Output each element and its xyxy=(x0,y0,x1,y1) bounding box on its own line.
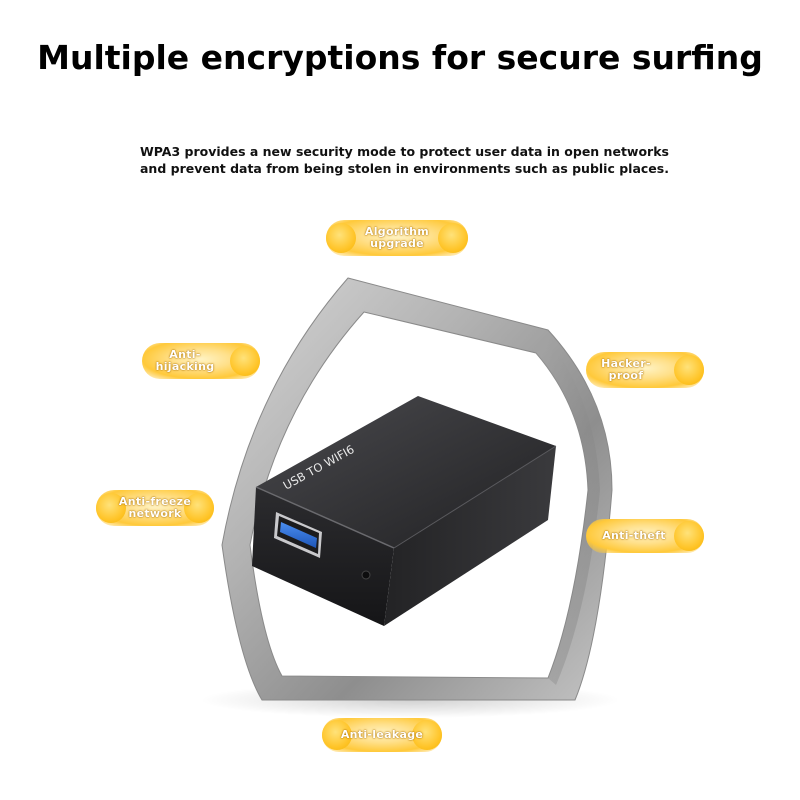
badge-anti-leakage: Anti-leakage xyxy=(322,718,442,752)
badge-dot xyxy=(674,355,704,385)
badge-dot xyxy=(322,720,352,750)
subtitle-line-1: WPA3 provides a new security mode to pro… xyxy=(140,144,669,159)
badge-dot xyxy=(96,493,126,523)
page-title: Multiple encryptions for secure surfing xyxy=(37,38,763,77)
led-indicator xyxy=(361,570,371,580)
badge-label-line: Algorithm xyxy=(364,225,430,238)
badge-hacker-proof: Hacker- proof xyxy=(586,352,704,388)
badge-label-line: proof xyxy=(608,369,644,382)
badge-dot xyxy=(412,720,442,750)
badge-label-line: Anti-freeze xyxy=(118,495,192,508)
badge-algorithm-upgrade: Algorithm upgrade xyxy=(326,220,468,256)
badge-label-line: Hacker- xyxy=(601,357,651,370)
device-side xyxy=(384,446,556,626)
badge-anti-freeze-network: Anti-freeze network xyxy=(96,490,214,526)
badge-dot xyxy=(230,346,260,376)
usb-wifi6-adapter: USB TO WIFI6 xyxy=(252,396,557,626)
badge-label-line: hijacking xyxy=(155,360,215,373)
badge-label-line: Anti-leakage xyxy=(340,728,424,741)
badge-label-line: network xyxy=(128,507,182,520)
device-top xyxy=(256,396,556,548)
usb-port xyxy=(274,512,322,558)
badge-dot xyxy=(438,223,468,253)
page-subtitle: WPA3 provides a new security mode to pro… xyxy=(140,143,700,177)
badge-dot xyxy=(184,493,214,523)
badge-label-line: Anti-theft xyxy=(602,529,666,542)
subtitle-line-2: and prevent data from being stolen in en… xyxy=(140,161,669,176)
badge-anti-theft: Anti-theft xyxy=(586,519,704,553)
badge-label-line: upgrade xyxy=(370,237,424,250)
badge-anti-hijacking: Anti- hijacking xyxy=(142,343,260,379)
shield-frame xyxy=(221,277,613,701)
badge-dot xyxy=(326,223,356,253)
badge-label-line: Anti- xyxy=(169,348,201,361)
badge-dot xyxy=(674,521,704,551)
